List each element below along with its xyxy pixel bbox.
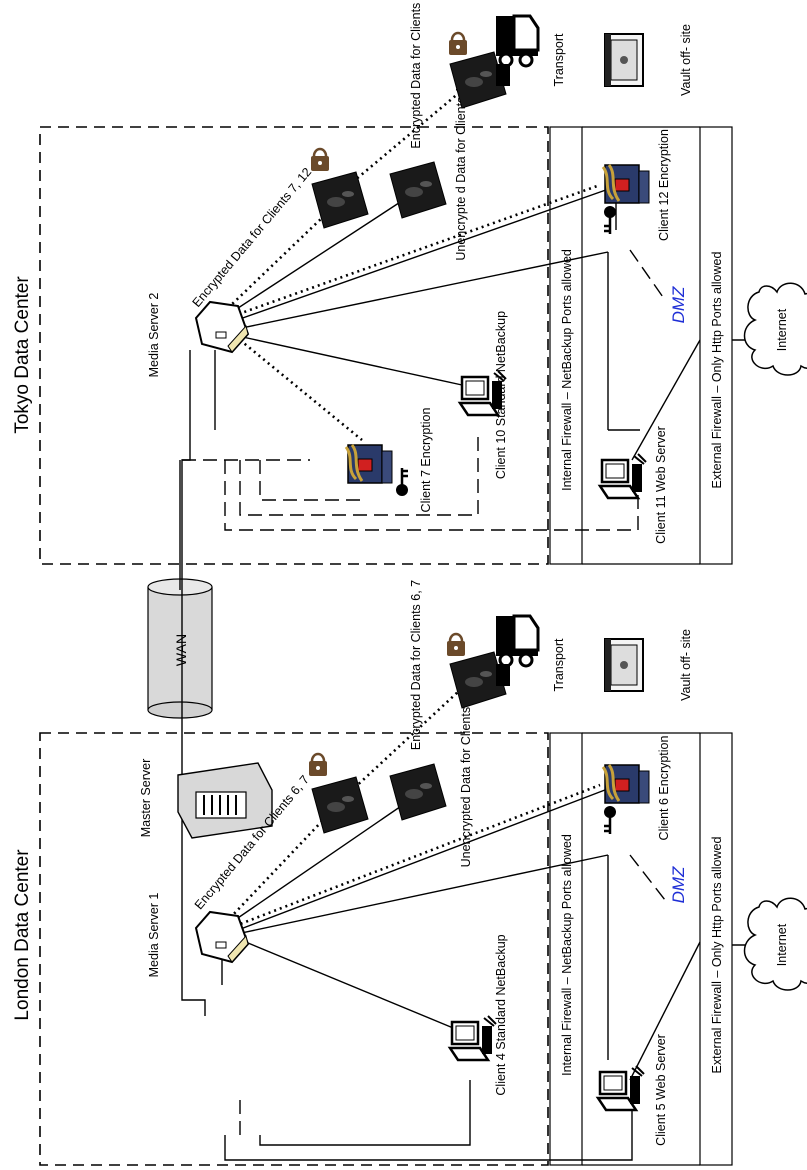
tokyo-client-12-label: Client 12 Encryption	[657, 129, 671, 241]
london-client-4-label: Client 4 Standard NetBackup	[494, 934, 508, 1095]
encrypted-client-icon	[601, 163, 651, 205]
tokyo-datacenter-boundary	[39, 126, 549, 565]
london-offsite: Encrypted Data for Clients 6, 7 Transpor…	[409, 580, 693, 750]
padlock-icon	[445, 632, 467, 658]
london-client-4: Client 4 Standard NetBackup	[448, 934, 508, 1096]
london-internet: Internet	[743, 897, 807, 991]
tokyo-unencrypted-tape-label: Unencrypte d Data for Clients 10, 11	[454, 59, 468, 260]
tokyo-offsite: Encrypted Data for Clients 7, 12 Transpo…	[409, 0, 693, 149]
workstation-icon	[596, 1064, 646, 1112]
london-master-server-label: Master Server	[139, 759, 153, 838]
tokyo-client-11: Client 11 Web Server	[598, 426, 668, 544]
tokyo-firewall-strips: Internal Firewall – NetBackup Ports allo…	[549, 126, 733, 565]
media-server-icon	[195, 911, 249, 963]
london-title: London Data Center	[12, 849, 33, 1021]
london-offsite-tape-label: Encrypted Data for Clients 6, 7	[409, 580, 423, 750]
london-internal-firewall: Internal Firewall – NetBackup Ports allo…	[560, 834, 574, 1076]
london-client-6: Client 6 Encryption	[601, 735, 671, 840]
tape-cartridge-icon	[389, 161, 447, 219]
london-vault-label: Vault off- site	[679, 629, 693, 701]
tokyo-client-7: Client 7 Encryption	[344, 407, 433, 512]
vault-icon	[604, 638, 644, 692]
key-icon	[394, 466, 410, 498]
london-client-5: Client 5 Web Server	[596, 1034, 668, 1146]
truck-icon	[494, 614, 540, 688]
london-internet-label: Internet	[775, 923, 789, 966]
tokyo-internal-firewall: Internal Firewall – NetBackup Ports allo…	[560, 249, 574, 491]
tokyo-internet: Internet	[743, 282, 807, 376]
tokyo-media-server-label: Media Server 2	[147, 293, 161, 378]
london-external-firewall: External Firewall – Only Http Ports allo…	[710, 837, 724, 1074]
padlock-icon	[309, 147, 331, 173]
tape-cartridge-icon	[311, 776, 369, 834]
wan-cylinder-icon: WAN	[147, 578, 213, 719]
vault-icon	[604, 33, 644, 87]
tokyo-dmz-label: DMZ	[669, 286, 688, 323]
workstation-icon	[448, 1014, 498, 1062]
london-media-server-label: Media Server 1	[147, 893, 161, 978]
london-client-5-label: Client 5 Web Server	[654, 1034, 668, 1146]
tokyo-connections	[227, 91, 768, 461]
encrypted-client-icon	[601, 763, 651, 805]
london-connections	[221, 689, 768, 1081]
tokyo-title: Tokyo Data Center	[12, 276, 33, 434]
tokyo-client-10: Client 10 Standard NetBackup	[458, 311, 508, 479]
london-dmz-label: DMZ	[669, 866, 688, 903]
tokyo-client-12: Client 12 Encryption	[601, 129, 671, 241]
tokyo-offsite-tape-label: Encrypted Data for Clients 7, 12	[409, 0, 423, 149]
tokyo-encrypted-tape-label: Encrypted Data for Clients 7, 12	[190, 165, 315, 310]
server-rack-icon	[177, 762, 273, 839]
tape-cartridge-icon	[389, 763, 447, 821]
tokyo-encrypted-tape: Encrypted Data for Clients 7, 12	[190, 147, 369, 310]
padlock-icon	[447, 31, 469, 57]
tokyo-unencrypted-tape: Unencrypte d Data for Clients 10, 11	[389, 59, 468, 261]
london-transport-label: Transport	[552, 638, 566, 692]
london-media-server: Media Server 1	[147, 893, 249, 978]
key-icon	[602, 204, 618, 236]
london-unencrypted-tape: Unencrypted Data for Clients 4, 5	[389, 683, 473, 868]
london-client-6-label: Client 6 Encryption	[657, 735, 671, 840]
tokyo-client-11-label: Client 11 Web Server	[654, 426, 668, 544]
workstation-icon	[598, 452, 648, 500]
tokyo-client-10-label: Client 10 Standard NetBackup	[494, 311, 508, 479]
tokyo-client-7-label: Client 7 Encryption	[419, 407, 433, 512]
tokyo-media-server: Media Server 2	[147, 293, 249, 378]
padlock-icon	[307, 752, 329, 778]
london-datacenter-boundary	[39, 732, 549, 1166]
tokyo-vault-label: Vault off- site	[679, 24, 693, 96]
tokyo-internet-label: Internet	[775, 308, 789, 351]
tokyo-external-firewall: External Firewall – Only Http Ports allo…	[710, 252, 724, 489]
encrypted-client-icon	[344, 443, 394, 485]
wan-connections	[179, 350, 639, 1161]
wan-label: WAN	[173, 634, 189, 666]
london-master-server: Master Server	[139, 759, 273, 839]
london-firewall-strips: Internal Firewall – NetBackup Ports allo…	[549, 732, 733, 1166]
london-unencrypted-tape-label: Unencrypted Data for Clients 4, 5	[459, 683, 473, 868]
media-server-icon	[195, 301, 249, 353]
key-icon	[602, 804, 618, 836]
truck-icon	[494, 14, 540, 88]
tokyo-transport-label: Transport	[552, 33, 566, 87]
